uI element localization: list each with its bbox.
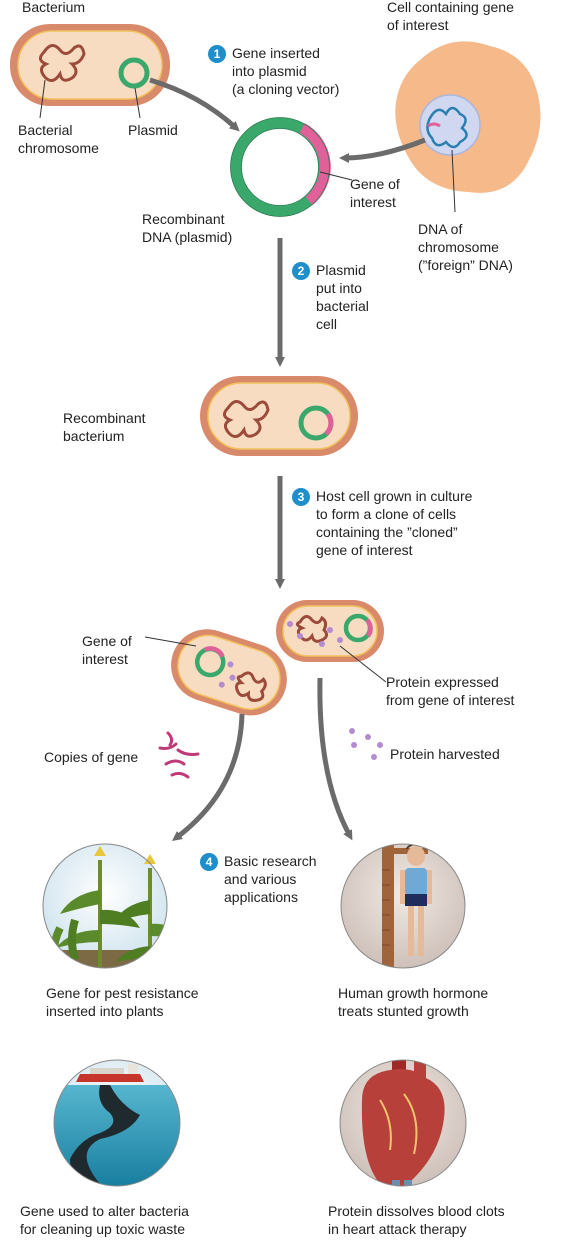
step-3-text: Host cell grown in culture to form a clo… bbox=[316, 488, 473, 558]
step-1: 1 Gene inserted into plasmid (a cloning … bbox=[208, 44, 339, 98]
heart-image bbox=[339, 1059, 467, 1187]
label-blood-clots: Protein dissolves blood clots in heart a… bbox=[328, 1203, 505, 1237]
protein-harvested-icon bbox=[349, 728, 383, 760]
bacterial-chromosome-icon bbox=[39, 44, 86, 82]
step-2: 2 Plasmid put into bacterial cell bbox=[292, 261, 369, 333]
growth-hormone-image bbox=[340, 843, 466, 969]
label-protein-expressed: Protein expressed from gene of interest bbox=[386, 674, 515, 708]
arrow-foreign-to-plasmid bbox=[339, 137, 426, 163]
arrow-left-branch bbox=[172, 713, 245, 842]
label-gene-of-interest-mid: Gene of interest bbox=[82, 633, 132, 667]
step-1-text: Gene inserted into plasmid (a cloning ve… bbox=[232, 45, 340, 97]
step-4: 4 Basic research and various application… bbox=[200, 852, 317, 906]
label-gene-of-interest-top: Gene of interest bbox=[350, 176, 400, 210]
label-copies-of-gene: Copies of gene bbox=[44, 749, 139, 765]
label-pest-resistance: Gene for pest resistance inserted into p… bbox=[46, 985, 199, 1019]
clone-bacterium-right bbox=[276, 600, 384, 662]
step-3: 3 Host cell grown in culture to form a c… bbox=[292, 487, 472, 559]
label-dna-of-chromosome: DNA of chromosome (”foreign” DNA) bbox=[418, 221, 513, 273]
label-bacterium: Bacterium bbox=[22, 0, 86, 15]
bacterium-top bbox=[10, 24, 170, 119]
recombinant-plasmid bbox=[230, 117, 353, 217]
toxic-waste-image bbox=[53, 1059, 181, 1187]
label-cell-containing-gene: Cell containing gene of interest bbox=[387, 0, 514, 33]
step-4-badge: 4 bbox=[200, 853, 218, 871]
step-2-text: Plasmid put into bacterial cell bbox=[316, 262, 369, 332]
step-3-badge: 3 bbox=[292, 488, 310, 506]
label-protein-harvested: Protein harvested bbox=[390, 746, 500, 762]
clone-bacterium-left bbox=[171, 629, 287, 716]
label-recombinant-dna: Recombinant DNA (plasmid) bbox=[142, 211, 233, 245]
step-2-badge: 2 bbox=[292, 262, 310, 280]
step-4-text: Basic research and various applications bbox=[224, 853, 317, 905]
foreign-cell bbox=[395, 41, 541, 213]
plasmid-icon bbox=[118, 57, 150, 89]
step-1-badge: 1 bbox=[208, 45, 226, 63]
label-recombinant-bacterium: Recombinant bacterium bbox=[63, 410, 146, 444]
label-growth-hormone: Human growth hormone treats stunted grow… bbox=[338, 985, 489, 1019]
label-toxic-waste: Gene used to alter bacteria for cleaning… bbox=[20, 1203, 189, 1237]
label-plasmid: Plasmid bbox=[128, 122, 178, 138]
arrow-bacterium-to-plasmid bbox=[149, 77, 240, 132]
label-bacterial-chromosome: Bacterial chromosome bbox=[18, 122, 99, 156]
corn-plants-image bbox=[42, 843, 168, 969]
recombinant-bacterium bbox=[200, 376, 358, 456]
copies-of-gene-icon bbox=[158, 731, 200, 779]
arrow-right-branch bbox=[317, 677, 353, 841]
